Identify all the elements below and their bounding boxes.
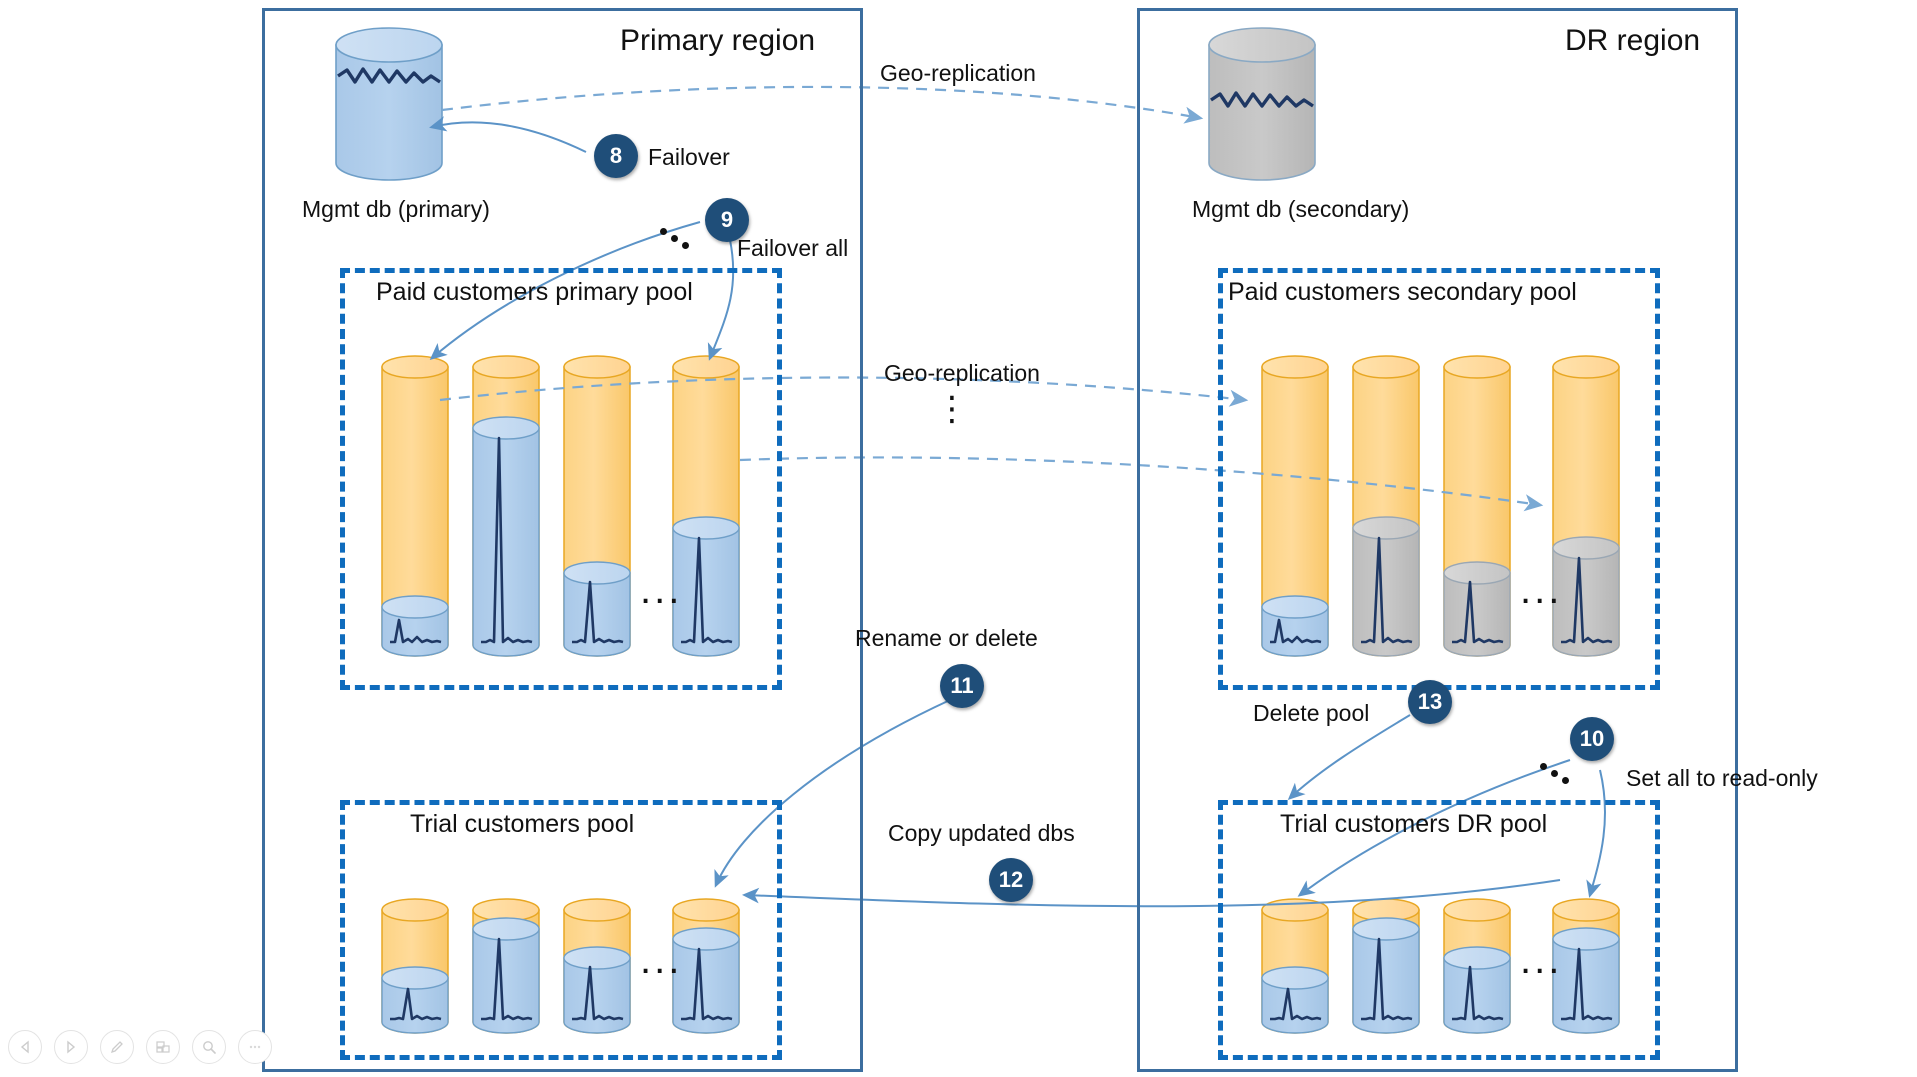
label-geo-replication-mgmt: Geo-replication (880, 60, 1036, 86)
region-box-dr (1137, 8, 1738, 1072)
next-icon (67, 1040, 76, 1054)
label-failover: Failover (648, 144, 730, 170)
label-delete-pool: Delete pool (1253, 700, 1370, 726)
connector-set-read-only-left (1297, 759, 1571, 897)
connector-failover-all-right (707, 239, 735, 361)
pool-db-group-trial-dr (1261, 898, 1620, 1034)
previous-button[interactable] (8, 1030, 42, 1064)
pool-ellipsis-trial-primary: ... (640, 938, 683, 982)
connector-failover (429, 116, 587, 153)
diagonal-ellipsis-read-only (1540, 763, 1580, 789)
pool-db-group-paid-secondary (1261, 355, 1620, 657)
pool-box-paid-secondary (1218, 268, 1660, 690)
step-badge-8[interactable]: 8 (594, 134, 638, 178)
step-badge-11[interactable]: 11 (940, 664, 984, 708)
step-badge-9[interactable]: 9 (705, 198, 749, 242)
region-box-primary (262, 8, 863, 1072)
pool-box-trial-primary (340, 800, 782, 1060)
step-badge-12[interactable]: 12 (989, 858, 1033, 902)
layers-icon (156, 1041, 170, 1053)
mgmt-db-secondary-cylinder (1208, 27, 1316, 181)
more-button[interactable] (238, 1030, 272, 1064)
step-badge-10[interactable]: 10 (1570, 717, 1614, 761)
label-rename-or-delete: Rename or delete (855, 625, 1038, 651)
layers-button[interactable] (146, 1030, 180, 1064)
mgmt-db-primary-cylinder (335, 27, 443, 181)
pool-box-trial-dr (1218, 800, 1660, 1060)
diagonal-ellipsis-failover-all (660, 228, 700, 254)
connector-set-read-only-right (1586, 769, 1606, 898)
search-icon (203, 1041, 216, 1054)
mgmt-db-primary-label: Mgmt db (primary) (302, 196, 490, 222)
connector-rename-or-delete (714, 699, 951, 888)
connector-delete-pool (1287, 714, 1411, 801)
pencil-icon (110, 1041, 123, 1054)
pool-ellipsis-trial-dr: ... (1520, 938, 1563, 982)
pool-db-group-paid-primary (381, 355, 740, 657)
pool-title-trial-dr: Trial customers DR pool (1280, 810, 1548, 838)
viewer-toolbar (8, 1030, 272, 1064)
zoom-button[interactable] (192, 1030, 226, 1064)
pool-title-paid-secondary: Paid customers secondary pool (1228, 278, 1577, 306)
label-geo-replication-pool: Geo-replication (884, 360, 1040, 386)
pool-ellipsis-paid-secondary: ... (1520, 568, 1563, 612)
pool-box-paid-primary (340, 268, 782, 690)
region-title-primary: Primary region (620, 24, 816, 57)
pool-db-group-trial-primary (381, 898, 740, 1034)
pool-title-trial-primary: Trial customers pool (410, 810, 635, 838)
region-title-dr: DR region (1565, 24, 1701, 57)
connector-geo-replication-pool-2 (739, 456, 1544, 512)
label-set-all-read-only: Set all to read-only (1626, 765, 1818, 791)
previous-icon (20, 1040, 29, 1054)
pool-ellipsis-paid-primary: ... (640, 568, 683, 612)
vertical-ellipsis-geo-replication: ⋮ (935, 390, 969, 428)
step-badge-13[interactable]: 13 (1408, 680, 1452, 724)
next-button[interactable] (54, 1030, 88, 1064)
edit-button[interactable] (100, 1030, 134, 1064)
more-icon (249, 1045, 261, 1049)
pool-title-paid-primary: Paid customers primary pool (376, 278, 693, 306)
connector-geo-replication-pool-1 (439, 376, 1249, 407)
mgmt-db-secondary-label: Mgmt db (secondary) (1192, 196, 1410, 222)
label-failover-all: Failover all (737, 235, 849, 261)
connector-copy-updated-dbs (742, 879, 1561, 908)
label-copy-updated-dbs: Copy updated dbs (888, 820, 1075, 846)
